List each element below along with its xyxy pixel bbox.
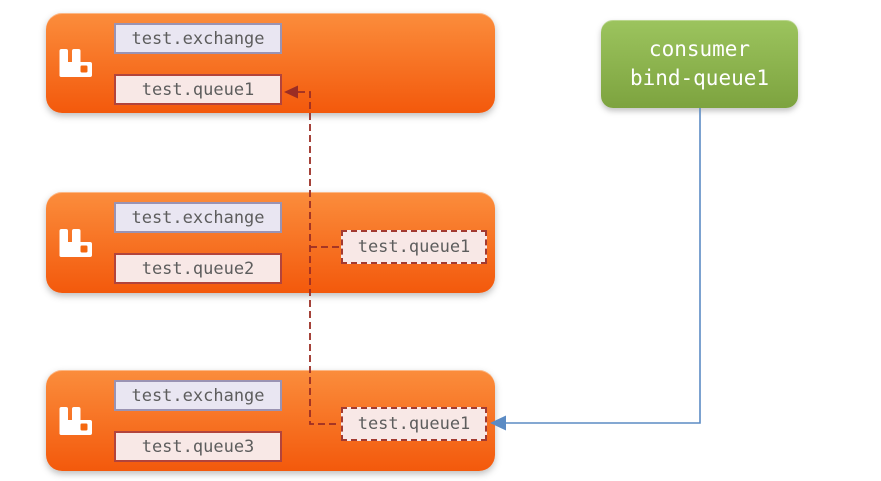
queue-box: test.queue3: [114, 431, 282, 462]
queue-box: test.queue1: [114, 74, 282, 105]
broker-node-2: test.exchange test.queue2: [46, 192, 495, 293]
consumer-node: consumer bind-queue1: [601, 20, 798, 108]
rabbitmq-logo-icon: [59, 49, 92, 77]
consumer-link-blue-arrow: [490, 108, 701, 431]
mirrored-queue-box-2: test.queue1: [341, 407, 487, 441]
broker-node-1: test.exchange test.queue1: [46, 13, 495, 113]
broker-node-3: test.exchange test.queue3: [46, 370, 495, 471]
mirrored-queue-box-1: test.queue1: [341, 230, 487, 264]
consumer-label-line2: bind-queue1: [629, 66, 770, 90]
rabbitmq-logo-icon: [59, 406, 92, 435]
queue-box: test.queue2: [114, 253, 282, 284]
rabbitmq-logo-icon: [59, 228, 92, 257]
consumer-label-line1: consumer: [648, 37, 751, 61]
exchange-box: test.exchange: [114, 380, 282, 411]
exchange-box: test.exchange: [114, 202, 282, 233]
exchange-box: test.exchange: [114, 23, 282, 54]
